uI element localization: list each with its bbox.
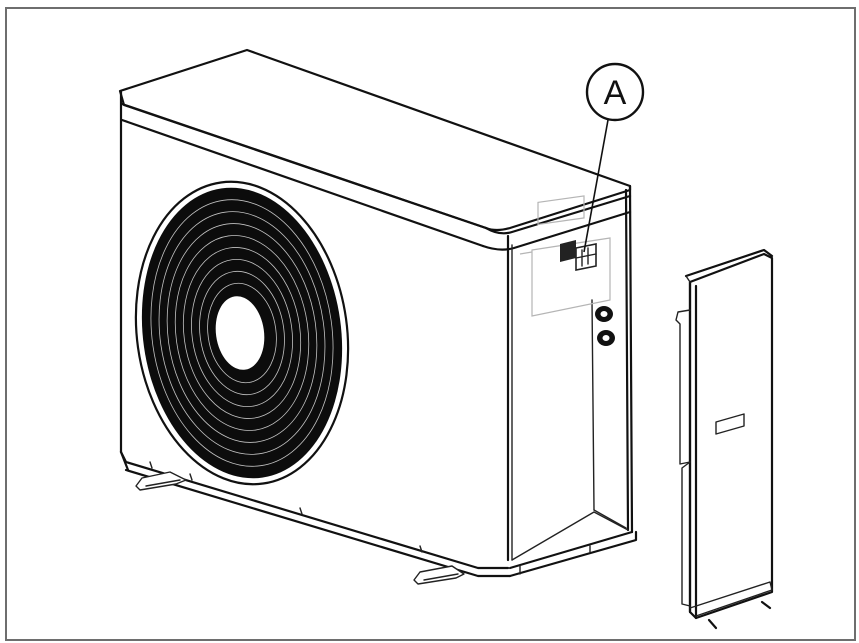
unit-body	[118, 48, 638, 578]
unit-feet	[135, 471, 465, 585]
callout-label: A	[604, 74, 627, 112]
callout-a: A	[583, 62, 645, 253]
figure-frame	[5, 7, 856, 641]
electrical-box	[519, 195, 615, 346]
callout-circle	[585, 62, 645, 122]
callout-leader-line	[583, 119, 609, 253]
terminal-block-icon	[560, 240, 597, 271]
fan-guard	[134, 180, 350, 486]
side-opening	[511, 244, 629, 561]
fan-hub	[215, 296, 265, 370]
side-panel	[675, 248, 774, 630]
cable-gland-icon	[595, 306, 615, 346]
